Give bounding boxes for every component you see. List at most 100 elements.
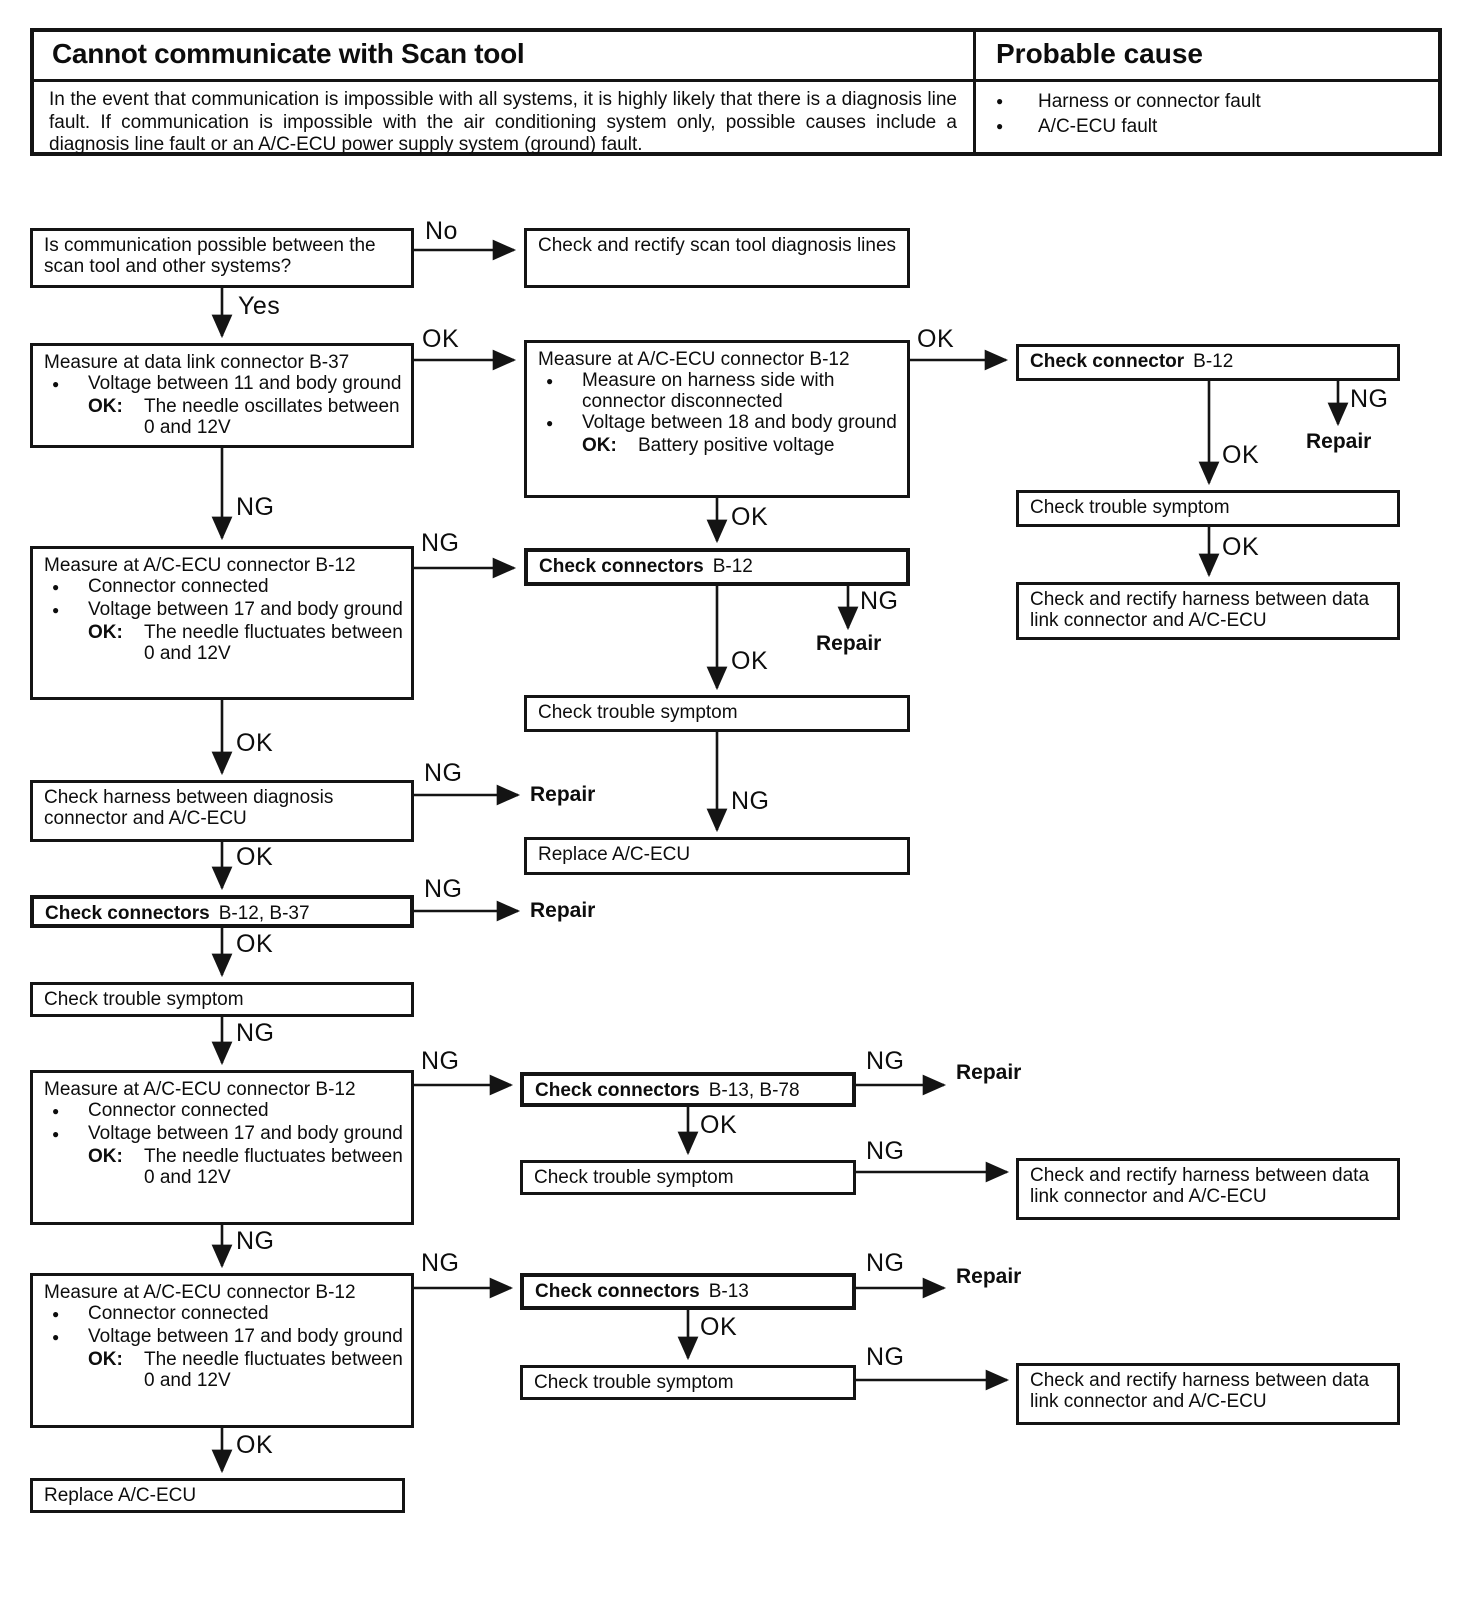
bullet-row: Measure on harness side with connector d… <box>538 370 899 412</box>
bullet-text: Voltage between 18 and body ground <box>582 412 897 433</box>
edge-label-ng: NG <box>424 875 463 903</box>
flow-box-check-connectors-b13: Check connectors B-13 <box>520 1273 856 1310</box>
bullet-icon <box>44 1100 88 1123</box>
bullet-row: Voltage between 11 and body ground <box>44 373 403 396</box>
flow-box-measure-b37: Measure at data link connector B-37 Volt… <box>30 343 414 448</box>
edge-label-ok: OK <box>422 325 460 353</box>
bullet-icon <box>538 412 582 435</box>
bullet-text: Connector connected <box>88 1303 269 1324</box>
ok-label: OK: <box>582 435 617 456</box>
ok-row: OK: The needle fluctuates between 0 and … <box>88 622 403 664</box>
edge-label-ng: NG <box>236 1019 275 1047</box>
cause-text: Harness or connector fault <box>1038 91 1261 112</box>
ok-value: Battery positive voltage <box>638 435 835 456</box>
bullet-text: Voltage between 17 and body ground <box>88 599 403 620</box>
box-title: Measure at A/C-ECU connector B-12 <box>44 555 356 576</box>
box-title: Measure at A/C-ECU connector B-12 <box>44 1282 356 1303</box>
edge-label-ng: NG <box>731 787 770 815</box>
box-text: Check and rectify scan tool diagnosis li… <box>538 235 897 256</box>
box-text-bold: Check connectors <box>535 1281 700 1302</box>
box-text: B-13 <box>708 1281 749 1302</box>
edge-label-ok: OK <box>917 325 955 353</box>
bullet-text: Voltage between 11 and body ground <box>88 373 402 394</box>
box-text: Replace A/C-ECU <box>538 844 691 865</box>
ok-value: The needle fluctuates between 0 and 12V <box>144 622 403 664</box>
flow-box-check-trouble-symptom-right: Check trouble symptom <box>1016 490 1400 527</box>
box-text: B-12, B-37 <box>218 903 310 924</box>
terminal-repair: Repair <box>956 1265 1022 1288</box>
edge-label-ng: NG <box>236 493 275 521</box>
cause-item: Harness or connector fault <box>996 90 1430 115</box>
bullet-row: Connector connected <box>44 576 403 599</box>
terminal-repair: Repair <box>956 1061 1022 1084</box>
flow-box-check-harness-diagnosis: Check harness between diagnosis connecto… <box>30 780 414 842</box>
bullet-text: Connector connected <box>88 576 269 597</box>
edge-label-ok: OK <box>731 647 769 675</box>
ok-row: OK: The needle fluctuates between 0 and … <box>88 1146 403 1188</box>
edge-label-ng: NG <box>866 1047 905 1075</box>
box-text: Check and rectify harness between data l… <box>1030 1370 1370 1412</box>
ok-label: OK: <box>88 396 123 417</box>
box-text: Check trouble symptom <box>1030 497 1230 518</box>
flow-box-measure-b12-harness: Measure at A/C-ECU connector B-12 Measur… <box>524 340 910 498</box>
edge-label-ng: NG <box>866 1137 905 1165</box>
box-title: Measure at A/C-ECU connector B-12 <box>44 1079 356 1100</box>
flow-box-check-trouble-symptom-mid-3: Check trouble symptom <box>520 1365 856 1400</box>
flow-box-measure-b12-connected-3: Measure at A/C-ECU connector B-12 Connec… <box>30 1273 414 1428</box>
probable-cause-list: Harness or connector fault A/C-ECU fault <box>976 82 1438 155</box>
flow-box-check-trouble-symptom-left: Check trouble symptom <box>30 982 414 1017</box>
ok-value: The needle oscillates between 0 and 12V <box>144 396 400 438</box>
bullet-row: Voltage between 17 and body ground <box>44 1326 403 1349</box>
flow-box-measure-b12-connected-2: Measure at A/C-ECU connector B-12 Connec… <box>30 1070 414 1225</box>
bullet-text: Measure on harness side with connector d… <box>582 370 835 412</box>
terminal-repair: Repair <box>530 899 596 922</box>
flow-box-rectify-harness-2: Check and rectify harness between data l… <box>1016 1158 1400 1220</box>
ok-label: OK: <box>88 1146 123 1167</box>
bullet-icon <box>44 373 88 396</box>
symptom-description: In the event that communication is impos… <box>34 82 976 155</box>
edge-label-ok: OK <box>236 1431 274 1459</box>
edge-label-ng: NG <box>421 1047 460 1075</box>
bullet-icon <box>44 1303 88 1326</box>
bullet-row: Connector connected <box>44 1303 403 1326</box>
flow-box-measure-b12-connected-1: Measure at A/C-ECU connector B-12 Connec… <box>30 546 414 700</box>
flow-box-ask-communication: Is communication possible between the sc… <box>30 228 414 288</box>
bullet-row: Voltage between 18 and body ground <box>538 412 899 435</box>
ok-row: OK: The needle fluctuates between 0 and … <box>88 1349 403 1391</box>
flow-box-replace-ecu-mid: Replace A/C-ECU <box>524 837 910 875</box>
box-text-bold: Check connectors <box>539 556 704 577</box>
cause-item: A/C-ECU fault <box>996 115 1430 140</box>
header-table: Cannot communicate with Scan tool Probab… <box>30 28 1442 156</box>
bullet-icon <box>44 1123 88 1146</box>
edge-label-ng: NG <box>236 1227 275 1255</box>
box-text: Check trouble symptom <box>534 1167 734 1188</box>
box-text: Check and rectify harness between data l… <box>1030 1165 1370 1207</box>
bullet-icon <box>44 599 88 622</box>
edge-label-ok: OK <box>236 729 274 757</box>
box-title: Measure at data link connector B-37 <box>44 352 350 373</box>
bullet-row: Voltage between 17 and body ground <box>44 599 403 622</box>
bullet-row: Connector connected <box>44 1100 403 1123</box>
bullet-icon <box>44 576 88 599</box>
edge-label-ng: NG <box>421 529 460 557</box>
box-text: B-12 <box>1193 351 1234 372</box>
edge-label-ok: OK <box>700 1313 738 1341</box>
edge-label-ng: NG <box>866 1249 905 1277</box>
box-text: Check and rectify harness between data l… <box>1030 589 1370 631</box>
ok-row: OK: The needle oscillates between 0 and … <box>88 396 403 438</box>
flow-box-check-trouble-symptom-mid-2: Check trouble symptom <box>520 1160 856 1195</box>
ok-value: The needle fluctuates between 0 and 12V <box>144 1146 403 1188</box>
box-text-bold: Check connector <box>1030 351 1185 372</box>
box-text: Check harness between diagnosis connecto… <box>44 787 334 829</box>
edge-label-ok: OK <box>1222 533 1260 561</box>
box-text: Check trouble symptom <box>534 1372 734 1393</box>
box-text: Check trouble symptom <box>538 702 738 723</box>
ok-row: OK: Battery positive voltage <box>582 435 899 456</box>
bullet-text: Connector connected <box>88 1100 269 1121</box>
bullet-text: Voltage between 17 and body ground <box>88 1326 403 1347</box>
edge-label-ok: OK <box>236 843 274 871</box>
edge-label-yes: Yes <box>238 292 281 320</box>
terminal-repair: Repair <box>1306 430 1372 453</box>
